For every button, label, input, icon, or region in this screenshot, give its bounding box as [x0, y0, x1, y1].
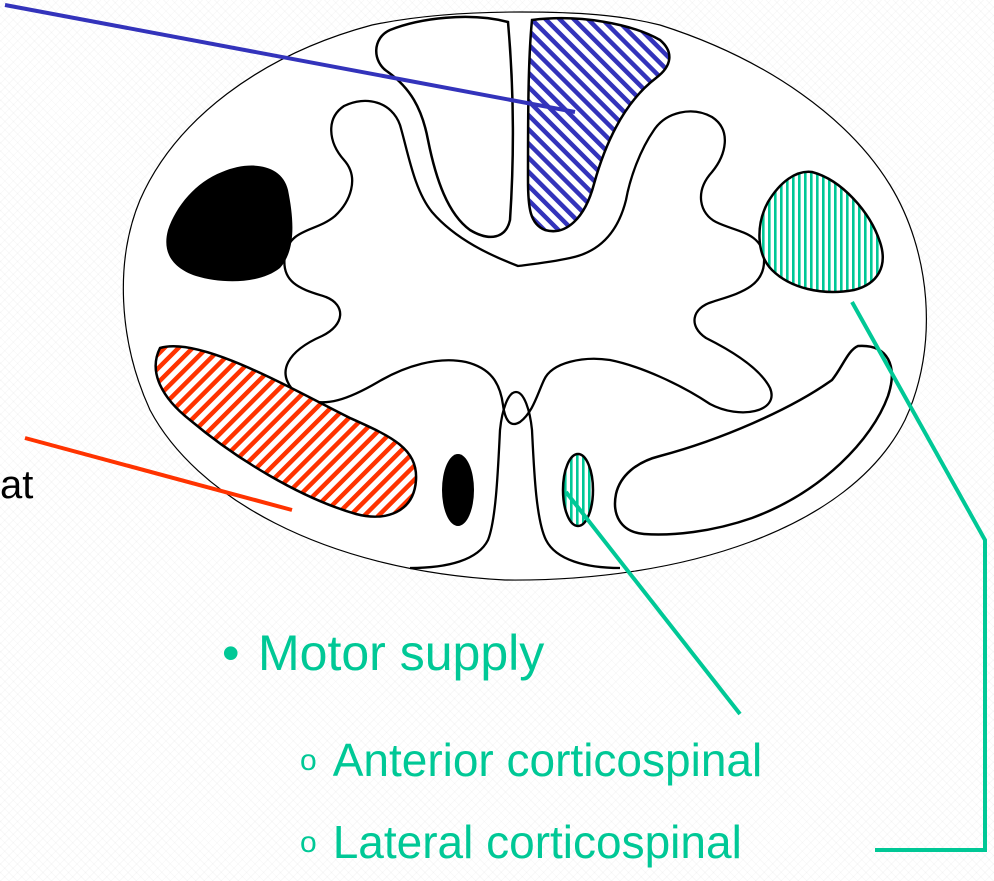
sub-bullet-marker: o	[300, 744, 317, 777]
lateral-corticospinal-label: Lateral corticospinal	[333, 816, 742, 868]
cut-off-label: at	[0, 465, 33, 505]
sub-bullet-marker: o	[300, 826, 317, 859]
bullet-icon: •	[222, 628, 240, 678]
anterior-corticospinal-tract	[563, 454, 593, 526]
motor-supply-item-anterior: o Anterior corticospinal	[300, 737, 762, 783]
motor-supply-item-lateral: o Lateral corticospinal	[300, 819, 742, 865]
motor-supply-label: Motor supply	[258, 628, 544, 678]
left-anterior-black-tract	[442, 454, 474, 526]
anterior-corticospinal-label: Anterior corticospinal	[333, 734, 763, 786]
